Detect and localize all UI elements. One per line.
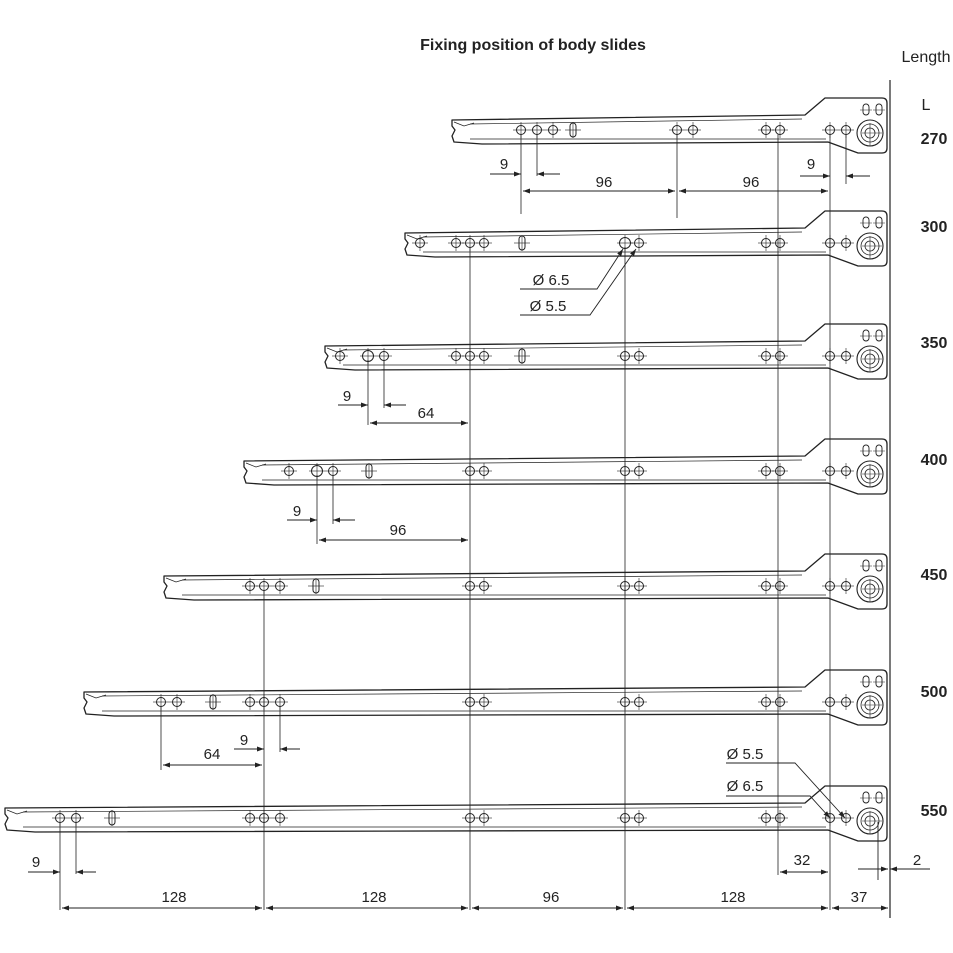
slide-rail-outline [243,438,888,495]
rail-end-notch [85,693,107,699]
dim-550-dia-55: Ø 5.5 [727,746,764,763]
front-slot-hole [875,216,883,229]
dim-bottom-2: 2 [913,852,921,869]
rail-end-notch [6,809,28,815]
slide-550 [4,785,888,842]
length-label-500: 500 [921,684,948,701]
dim-270-mid-96: 96 [596,174,613,191]
extension-lines [59,134,847,910]
front-slot-hole [862,103,870,116]
slide-270 [451,97,888,154]
dim-bottom-9: 9 [32,854,40,871]
rail-top-edge [469,118,803,125]
front-slot-hole [862,675,870,688]
dim-350-9: 9 [343,388,351,405]
drawing-title: Fixing position of body slides [420,37,646,54]
front-slot-hole [875,559,883,572]
dim-bottom-128-b: 128 [361,889,386,906]
front-slot-hole [875,329,883,342]
length-label-270: 270 [921,131,948,148]
dim-350-64: 64 [418,405,435,422]
front-slot-hole [875,675,883,688]
length-symbol: L [922,97,931,114]
dim-bottom-37: 37 [851,889,868,906]
front-slot-hole [862,216,870,229]
slide-rail-outline [451,97,888,154]
front-slot-hole [862,329,870,342]
front-slot-hole [875,444,883,457]
slide-450 [163,553,888,610]
front-slot-hole [875,103,883,116]
front-slot-hole [875,791,883,804]
rail-top-edge [22,806,803,813]
slide-300 [404,210,888,267]
dim-400-96: 96 [390,522,407,539]
rail-top-edge [181,574,803,581]
rail-end-notch [453,121,475,127]
rail-end-notch [165,577,187,583]
rail-end-notch [245,462,267,468]
front-slot-hole [862,791,870,804]
dim-500-64: 64 [204,746,221,763]
dim-400-9: 9 [293,503,301,520]
dim-bottom-96: 96 [543,889,560,906]
dim-500-9: 9 [240,732,248,749]
dim-bottom-32: 32 [794,852,811,869]
dimension-lines [28,171,930,911]
rail-top-edge [342,344,803,351]
dim-300-dia-65: Ø 6.5 [533,272,570,289]
slide-400 [243,438,888,495]
front-slot-hole [862,559,870,572]
slide-500 [83,669,888,726]
length-label-300: 300 [921,219,948,236]
length-label-550: 550 [921,803,948,820]
rail-top-edge [422,231,803,238]
length-label-350: 350 [921,335,948,352]
slide-350 [324,323,888,380]
front-slot-hole [862,444,870,457]
rail-top-edge [101,690,803,697]
rail-top-edge [261,459,803,466]
slide-rail-outline [404,210,888,267]
length-header: Length [902,49,951,66]
dim-270-right-9: 9 [807,156,815,173]
dim-bottom-128-c: 128 [720,889,745,906]
dim-270-right-96: 96 [743,174,760,191]
dim-550-dia-65: Ø 6.5 [727,778,764,795]
dim-300-dia-55: Ø 5.5 [530,298,567,315]
slide-rail-outline [324,323,888,380]
length-label-400: 400 [921,452,948,469]
dim-bottom-128-a: 128 [161,889,186,906]
length-label-450: 450 [921,567,948,584]
dim-270-left-9: 9 [500,156,508,173]
